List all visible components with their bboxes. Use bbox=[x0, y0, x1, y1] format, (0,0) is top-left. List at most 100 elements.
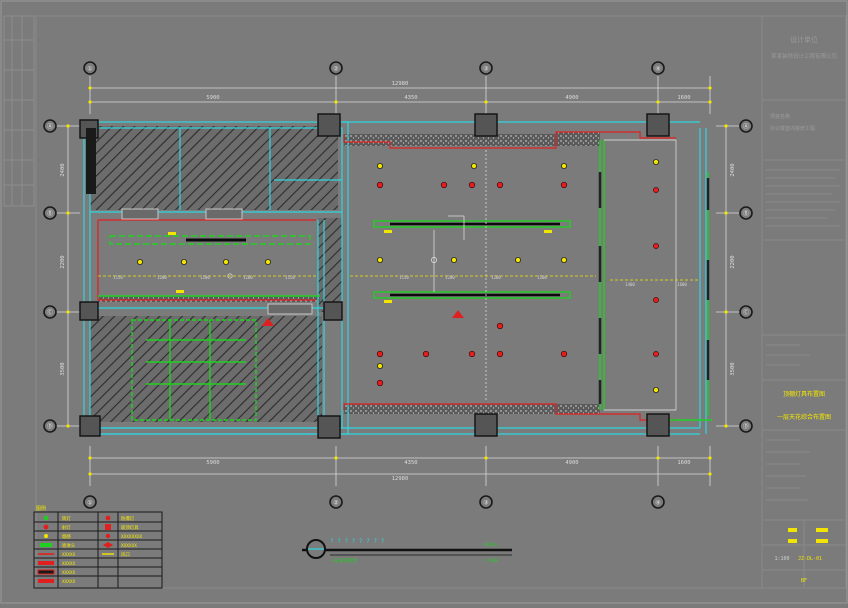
svg-text:Ⓐ: Ⓐ bbox=[47, 123, 53, 131]
downlight bbox=[136, 258, 143, 265]
axis-bubble-right-1: Ⓐ bbox=[739, 119, 753, 133]
svg-text:Ⓒ: Ⓒ bbox=[47, 309, 53, 317]
legend-row-5-right: 风口 bbox=[121, 552, 130, 558]
spotlight bbox=[653, 297, 659, 303]
legend-row-1-left: 筒灯 bbox=[62, 515, 71, 522]
spotlight bbox=[560, 181, 568, 189]
column-a2 bbox=[317, 113, 341, 137]
legend-symbols bbox=[37, 515, 114, 583]
svg-text:1200: 1200 bbox=[200, 275, 210, 280]
spotlight bbox=[468, 350, 476, 358]
svg-text:Ⓑ: Ⓑ bbox=[47, 210, 53, 218]
dimension-lines bbox=[56, 76, 740, 486]
downlight bbox=[222, 258, 229, 265]
axis-bubble-top-3: ③ bbox=[479, 61, 493, 75]
title-block: 设计单位 某某装饰设计工程有限公司 项目名称 办公楼室内装修工程 顶棚灯具布置图… bbox=[761, 15, 847, 589]
axis-bubble-right-2: Ⓑ bbox=[739, 206, 753, 220]
scale-text: 1:100 bbox=[774, 556, 789, 562]
axis-bubble-left-3: Ⓒ bbox=[43, 305, 57, 319]
svg-text:1200: 1200 bbox=[243, 275, 253, 280]
dim-bottom-4: 1600 bbox=[677, 460, 690, 466]
svg-text:Ⓑ: Ⓑ bbox=[743, 210, 749, 218]
smoke-detectors bbox=[227, 257, 437, 279]
svg-text:1200: 1200 bbox=[537, 275, 547, 280]
svg-text:1150: 1150 bbox=[285, 275, 295, 280]
axis-bubble-bottom-2: ② bbox=[329, 495, 343, 509]
legend-row-3-right: XXXXXXXX bbox=[121, 534, 143, 540]
spotlight bbox=[468, 181, 476, 189]
scale-bar-top-text: ? ? ? ? ? ? ? ? bbox=[330, 538, 385, 545]
axis-bubbles: ① ② ③ ④ ① ② ③ ④ Ⓐ Ⓑ Ⓒ Ⓓ Ⓐ Ⓑ Ⓒ Ⓓ bbox=[43, 61, 753, 509]
downlight bbox=[450, 256, 457, 263]
svg-text:1200: 1200 bbox=[491, 275, 501, 280]
svg-text:1150: 1150 bbox=[113, 275, 123, 280]
drawing-number: JZ-DL-01 bbox=[798, 556, 822, 562]
column-a4 bbox=[646, 113, 670, 137]
downlight bbox=[561, 162, 568, 169]
svg-text:②: ② bbox=[333, 66, 338, 73]
column-d3 bbox=[474, 413, 498, 437]
sheet-tag: BF bbox=[801, 578, 807, 584]
spotlight bbox=[560, 350, 568, 358]
svg-text:Ⓒ: Ⓒ bbox=[743, 309, 749, 317]
axis-bubble-right-4: Ⓓ bbox=[739, 419, 753, 433]
columns bbox=[79, 113, 670, 439]
company-line-2: 某某装饰设计工程有限公司 bbox=[771, 52, 837, 60]
speckled-bands bbox=[98, 132, 600, 414]
downlight bbox=[376, 162, 383, 169]
scale-bar-right-label: SCALE bbox=[484, 542, 498, 548]
dimension-texts: 12980 5900 4350 4900 1600 5900 4350 4900… bbox=[60, 81, 736, 482]
spotlight bbox=[376, 181, 384, 189]
legend-row-1-right: 防爆灯 bbox=[121, 515, 135, 522]
spotlight bbox=[376, 350, 384, 358]
legend-row-3-left: 烟感 bbox=[62, 533, 71, 540]
legend-row-6-left: XXXXX bbox=[62, 561, 76, 567]
svg-text:①: ① bbox=[87, 500, 92, 507]
project-label: 项目名称 bbox=[770, 113, 790, 120]
dim-left-3: 3500 bbox=[60, 362, 66, 375]
dim-right-1: 2400 bbox=[730, 163, 736, 176]
downlight bbox=[653, 158, 660, 165]
axis-bubble-top-1: ① bbox=[83, 61, 97, 75]
downlight bbox=[376, 256, 383, 263]
legend-row-2-right: 吸顶灯具 bbox=[121, 524, 139, 531]
legend-row-8-left: XXXXX bbox=[62, 579, 76, 585]
dim-top-total: 12980 bbox=[392, 81, 409, 87]
spotlight bbox=[422, 350, 430, 358]
spotlight bbox=[653, 351, 659, 357]
dim-top-4: 1600 bbox=[677, 95, 690, 101]
left-margin-strip bbox=[3, 15, 35, 207]
dim-bottom-2: 4350 bbox=[404, 460, 417, 466]
svg-text:1200: 1200 bbox=[157, 275, 167, 280]
red-boundary bbox=[97, 131, 676, 421]
dim-left-2: 2200 bbox=[60, 255, 66, 268]
spotlight bbox=[653, 243, 659, 249]
annotation-labels bbox=[168, 230, 552, 303]
dim-top-2: 4350 bbox=[404, 95, 417, 101]
svg-text:④: ④ bbox=[655, 66, 660, 73]
svg-text:Ⓓ: Ⓓ bbox=[47, 423, 53, 431]
svg-text:1400: 1400 bbox=[625, 282, 635, 287]
sprinkler-head bbox=[452, 310, 464, 318]
column-c1 bbox=[79, 301, 99, 321]
downlight bbox=[653, 386, 660, 393]
column-c2 bbox=[323, 301, 343, 321]
scale-bar: ? ? ? ? ? ? ? ? 一层天花综合 SCALE 1:100 bbox=[302, 538, 512, 564]
svg-text:①: ① bbox=[87, 66, 92, 73]
svg-text:1200: 1200 bbox=[445, 275, 455, 280]
dim-top-1: 5900 bbox=[206, 95, 219, 101]
legend-row-5-left: XXXXX bbox=[62, 552, 76, 558]
spotlight bbox=[496, 322, 504, 330]
legend-title: 图例 bbox=[36, 505, 46, 512]
downlight bbox=[264, 258, 271, 265]
spotlight bbox=[653, 187, 659, 193]
scale-bar-left-label: 一层天花综合 bbox=[330, 557, 357, 564]
downlight bbox=[470, 162, 477, 169]
drawing-title-1: 顶棚灯具布置图 bbox=[783, 390, 825, 398]
svg-text:④: ④ bbox=[655, 500, 660, 507]
dim-left-1: 2400 bbox=[60, 163, 66, 176]
axis-bubble-left-1: Ⓐ bbox=[43, 119, 57, 133]
legend-row-4-left: 喷淋头 bbox=[62, 542, 76, 549]
